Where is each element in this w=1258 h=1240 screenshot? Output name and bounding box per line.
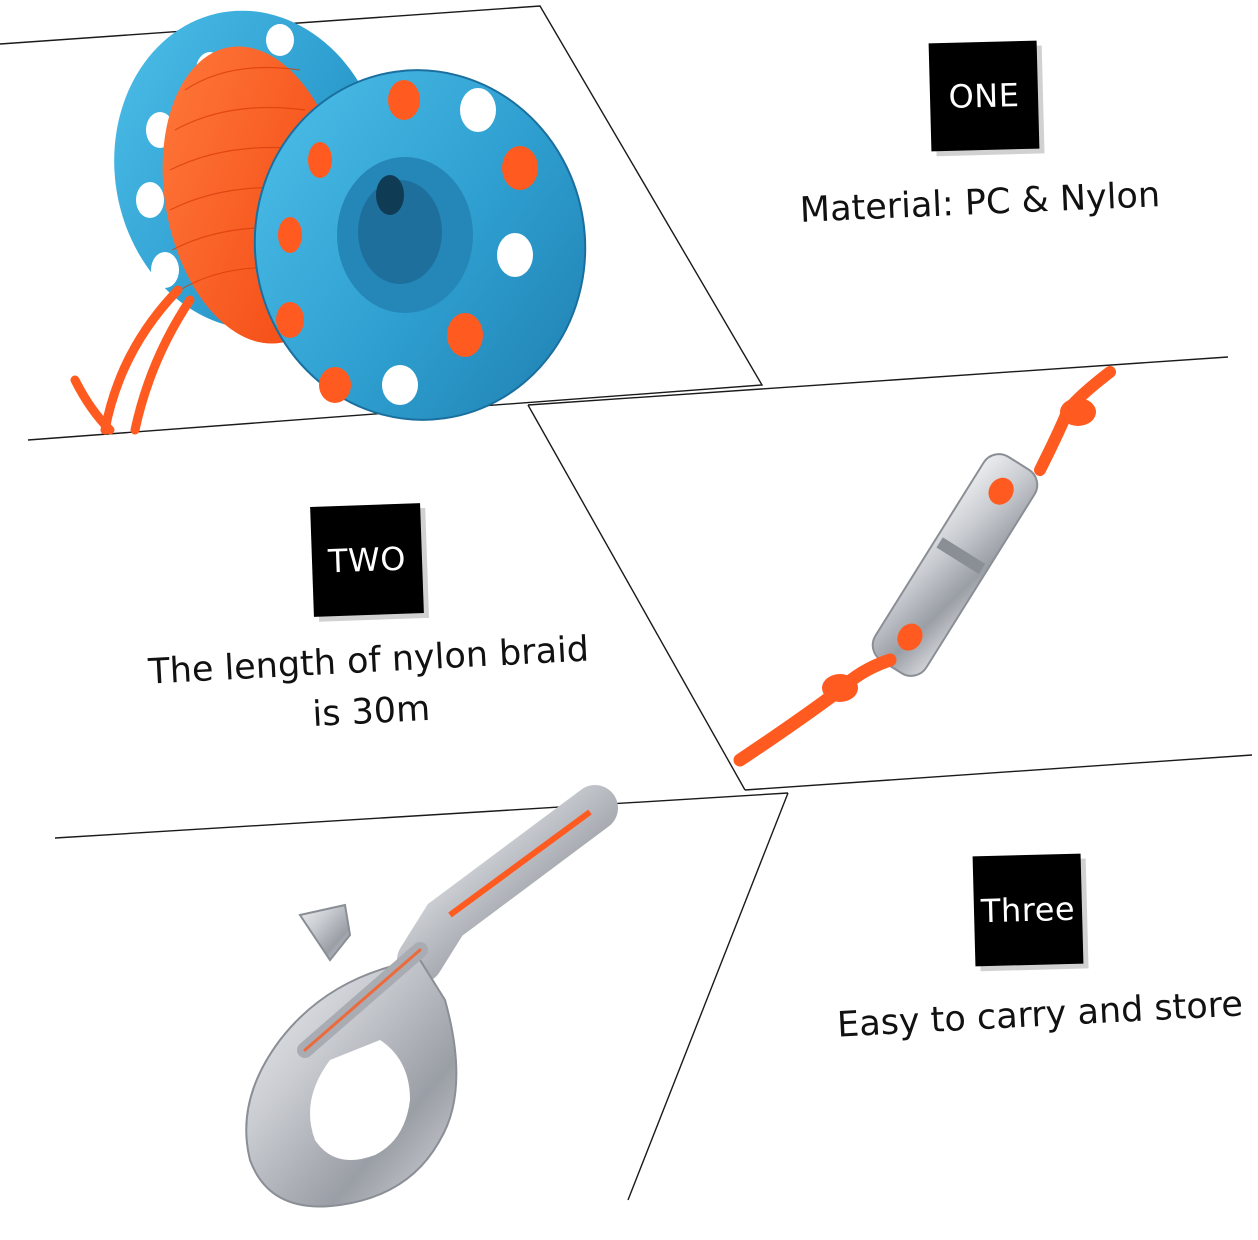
section-three-badge-label: Three <box>980 889 1076 931</box>
section-three-badge: Three <box>972 853 1084 967</box>
divider-lower <box>54 792 789 839</box>
snap-hook-icon <box>245 785 618 1208</box>
spool-reel-icon <box>70 10 587 435</box>
divider-middle <box>527 356 1229 406</box>
section-one-badge-label: ONE <box>948 76 1020 116</box>
section-two-badge: TWO <box>310 503 424 617</box>
divider-middle-slant <box>527 404 746 791</box>
divider-lower-slant <box>627 792 789 1201</box>
swivel-connector-icon <box>733 366 1116 767</box>
section-one-badge: ONE <box>928 40 1040 152</box>
divider-middle-low <box>744 754 1253 791</box>
section-two-badge-label: TWO <box>327 539 407 581</box>
